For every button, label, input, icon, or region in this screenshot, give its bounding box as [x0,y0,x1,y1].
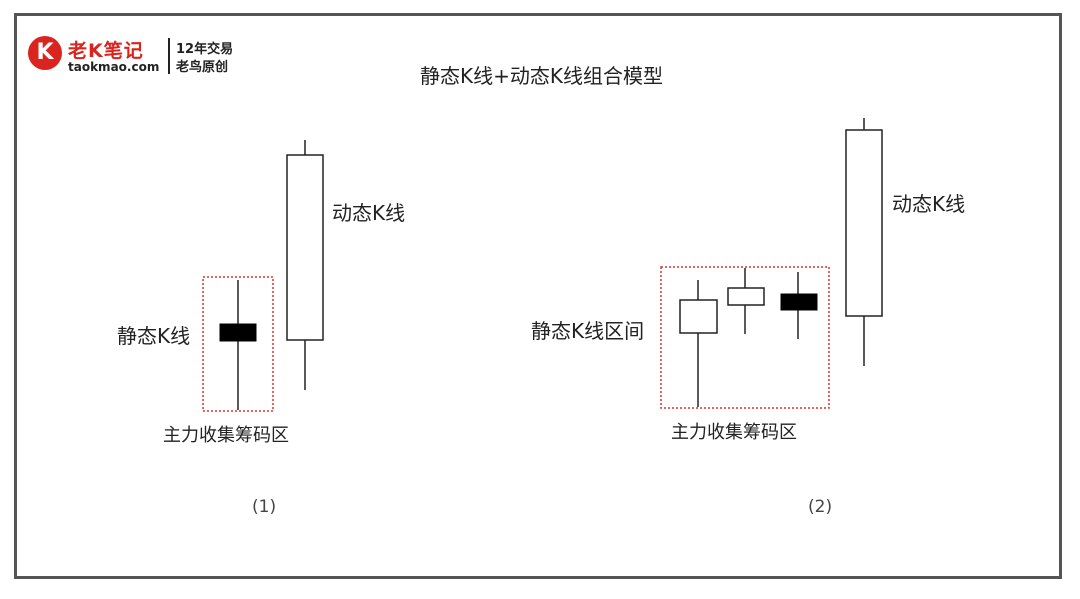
panel1-static-label: 静态K线 [117,324,191,348]
panel2-candle3-body [780,293,818,311]
brand-logo: K 老K笔记 taokmao.com 12年交易 老鸟原创 [28,34,258,78]
panel1-dynamic-candle-body [286,154,324,341]
panel1-static-candle-body [219,323,257,342]
logo-divider [168,38,170,74]
panel2-accumulation-zone [660,266,830,409]
panel2-zone-label: 主力收集筹码区 [671,422,797,443]
panel2-candle2-body [727,287,765,306]
panel2-candle1-body [679,299,718,334]
diagram-title: 静态K线+动态K线组合模型 [420,64,663,88]
panel1-number: (1) [252,497,277,517]
logo-tagline-1: 12年交易 [176,42,234,57]
logo-tagline-2: 老鸟原创 [176,60,229,75]
panel2-dynamic-label: 动态K线 [892,192,966,216]
panel2-static-label: 静态K线区间 [531,319,645,343]
logo-url: taokmao.com [68,60,160,74]
panel1-accumulation-zone [202,276,274,412]
panel2-number: (2) [808,497,833,517]
panel1-zone-label: 主力收集筹码区 [163,425,289,446]
panel2-dynamic-candle-body [845,129,883,317]
panel1-dynamic-label: 动态K线 [332,201,406,225]
logo-k-icon: K [28,36,62,70]
diagram-frame [14,13,1062,579]
logo-name: 老K笔记 [68,40,144,62]
